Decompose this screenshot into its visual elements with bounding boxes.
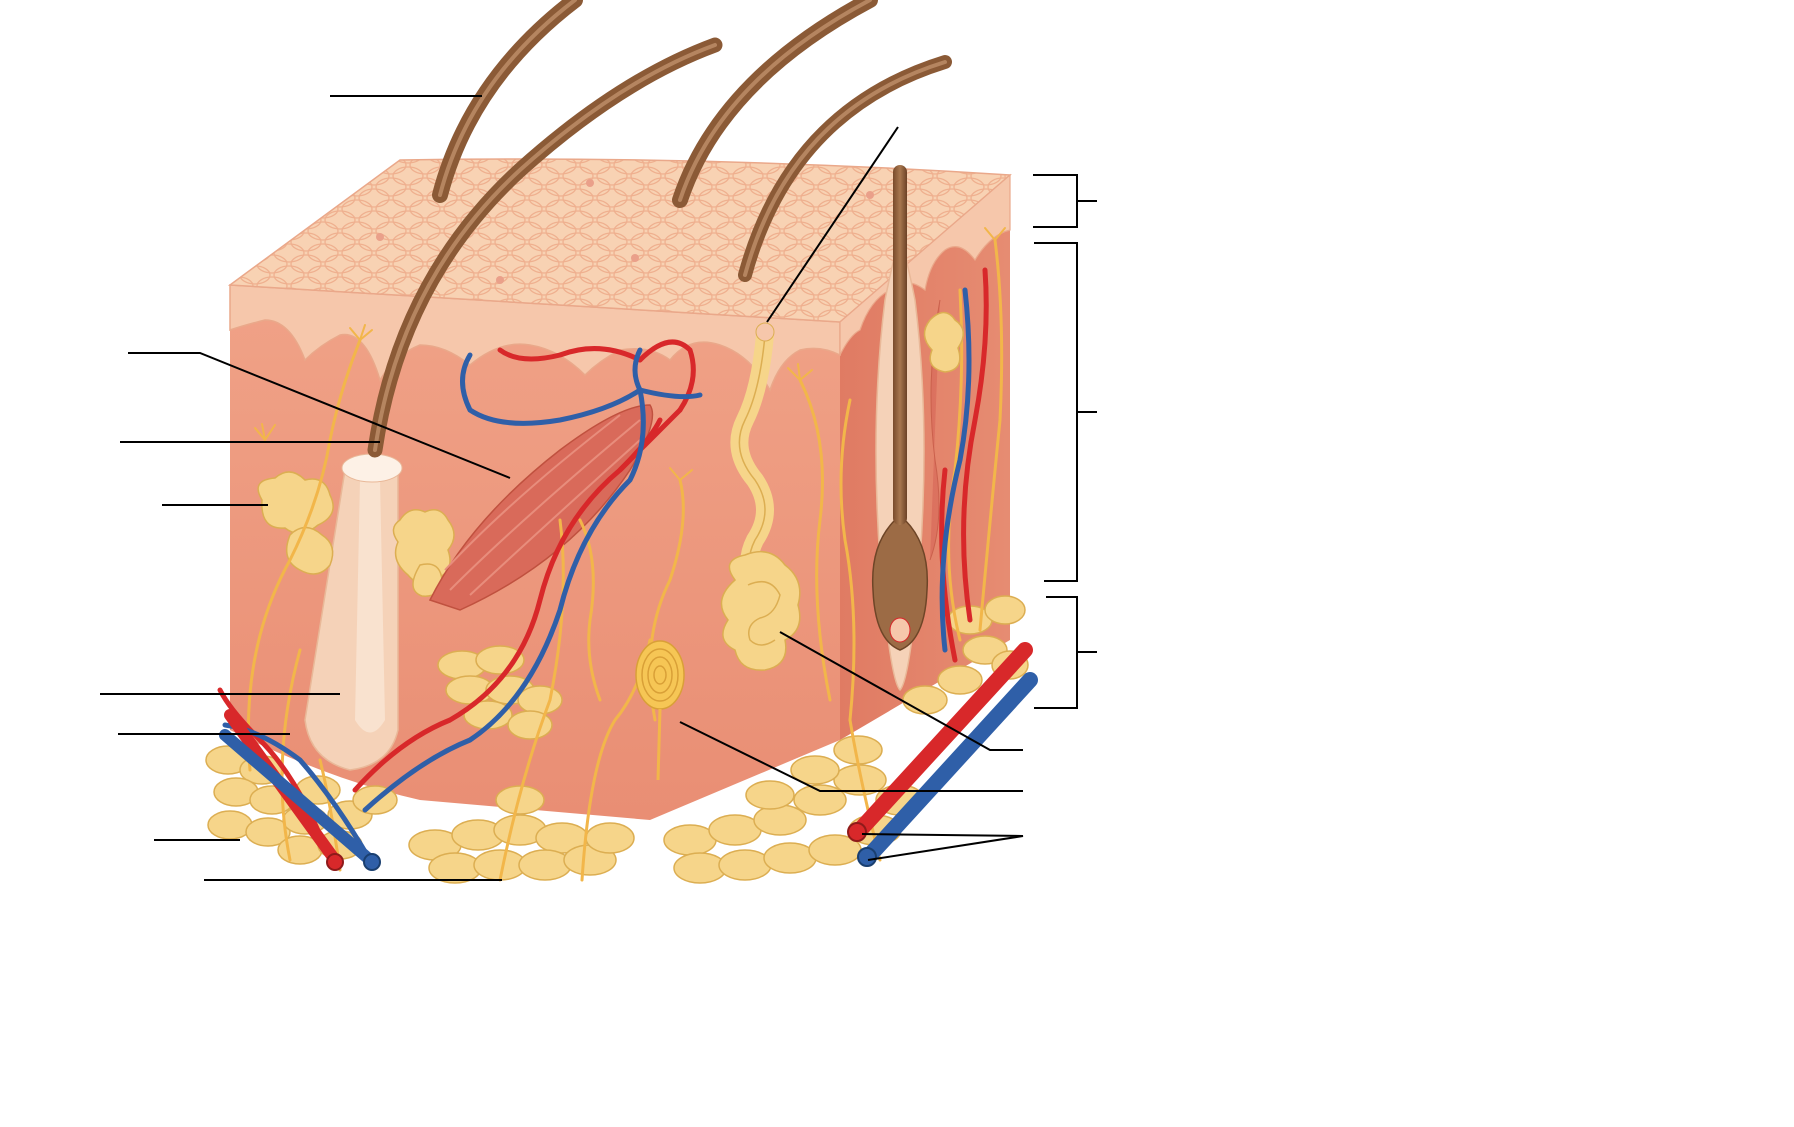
label-slot-sweat-pore xyxy=(766,126,899,323)
bracket-epidermis xyxy=(1033,174,1078,228)
bracket-hypodermis xyxy=(1034,596,1078,709)
pore xyxy=(376,233,384,241)
pore xyxy=(631,254,639,262)
deep-vessels xyxy=(219,642,1038,871)
label-slot-arrector-pili xyxy=(128,352,511,479)
leader-lines xyxy=(100,95,1024,881)
bracket-dermis xyxy=(1034,242,1078,582)
layer-brackets xyxy=(1033,174,1097,709)
free-nerve-endings xyxy=(254,227,1006,481)
arteries xyxy=(217,267,989,863)
epidermis-side xyxy=(839,173,1011,356)
follicle-inner xyxy=(355,480,385,733)
hair-bulb xyxy=(871,519,929,651)
pore xyxy=(866,191,874,199)
pacinian-corpuscle xyxy=(635,640,685,781)
pore xyxy=(496,276,504,284)
sebaceous-gland xyxy=(923,311,964,373)
follicle-collar xyxy=(341,453,403,483)
arrector-pili-muscle xyxy=(428,404,654,611)
hair-follicle-left xyxy=(304,453,403,771)
hair-shafts xyxy=(367,0,952,458)
vein-cross-section xyxy=(857,847,877,867)
dermal-papilla xyxy=(889,617,911,643)
hair-follicle-right xyxy=(871,165,964,692)
artery-cross-section xyxy=(847,822,867,842)
label-slot-blood-vessels xyxy=(861,833,1024,861)
sweat-gland xyxy=(720,322,801,671)
hair-shaft-right xyxy=(893,165,907,525)
pore xyxy=(586,179,594,187)
label-slot-sweat-gland xyxy=(779,631,1023,751)
label-slot-pacinian xyxy=(679,721,1023,792)
sweat-coil xyxy=(720,550,801,671)
